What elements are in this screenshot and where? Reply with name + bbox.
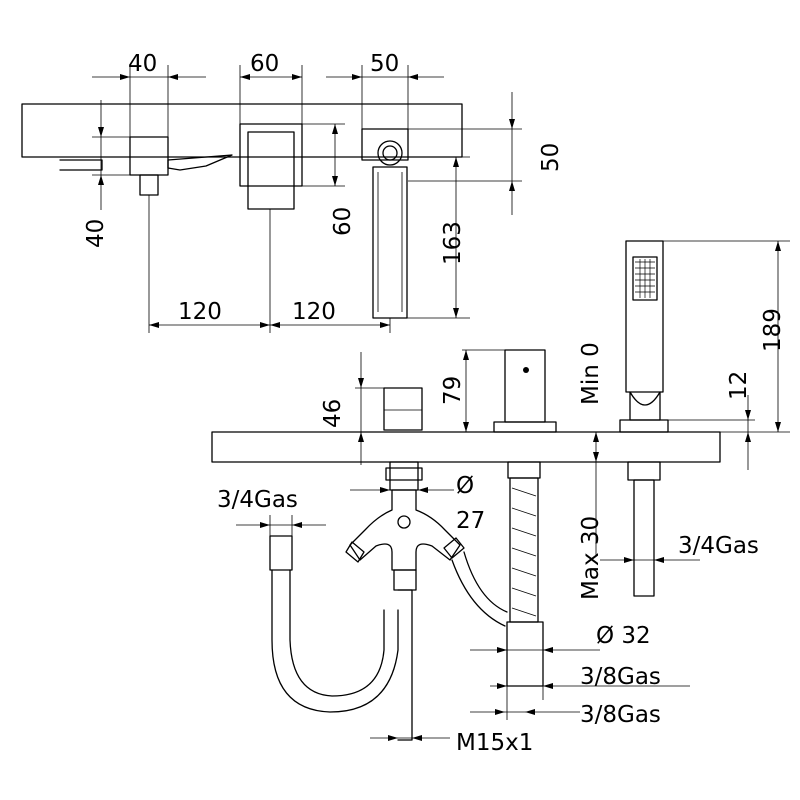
left-hose-connector [269,535,293,571]
left-valve-body [129,136,169,176]
left-hose-inner [289,569,385,697]
holder-shank [627,461,661,481]
deck-side [211,431,721,463]
dim-label-max30: Max 30 [578,516,604,600]
dim-46: 46 [320,352,384,465]
dim-label-gas-right: 3/4Gas [678,533,759,559]
dim-50-right: 50 [408,92,564,215]
dim-label-120-b: 120 [292,299,336,325]
dim-label-min0: Min 0 [578,342,604,405]
dim-12: 12 [668,371,755,470]
dim-label-120-a: 120 [178,299,222,325]
dim-label-gas38-a: 3/8Gas [580,664,661,690]
dim-label-79: 79 [440,376,466,405]
dim-dia27: Ø 27 [350,473,485,534]
left-tube [59,159,103,171]
top-view: 40 60 50 50 40 60 [21,51,564,333]
holder-base [619,419,669,433]
handshower-detail [377,172,403,312]
right-hose-inner [463,551,508,613]
dim-40-left: 40 [83,100,130,248]
diverter-left-port [345,541,365,563]
dim-60-top: 60 [239,51,303,124]
dim-label-46: 46 [320,399,346,428]
dim-60-vertical: 60 [302,123,356,236]
middle-spout-inner [247,131,295,210]
dim-163: 163 [407,156,470,319]
holder-knob [377,140,403,166]
dim-label-60: 60 [250,51,279,77]
handshower-holder-side [629,391,661,421]
spout-threaded-rod [509,477,539,623]
dim-gas38-a: 3/8Gas [490,664,690,720]
holder-hose-guide [633,479,655,597]
spray-grid [635,259,655,298]
diverter-lower-nut [393,569,417,591]
dim-label-40-left: 40 [83,219,109,248]
diverter-hole [397,515,411,529]
dim-label-50-top: 50 [370,51,399,77]
valve-shank [389,461,419,491]
valve-cap [383,387,423,431]
dim-120-120: 120 120 [148,195,391,333]
right-holder-top [361,128,409,161]
dim-40-top: 40 [92,51,206,150]
diverter-right-port [443,537,465,559]
dim-min-max: Min 0 Max 30 [578,342,604,600]
dim-79: 79 [440,349,505,432]
spout-shank-top [507,461,541,479]
dim-label-12: 12 [726,371,752,400]
dim-label-50-right: 50 [538,143,564,172]
dim-label-60-v: 60 [330,207,356,236]
dim-label-gas-left: 3/4Gas [217,487,298,513]
dim-189: 189 [663,240,790,433]
right-hose [451,559,506,627]
diverter-bottom-hose [397,589,413,741]
spout-body [504,349,546,423]
holder-knob-inner [382,145,398,161]
dim-m15: M15x1 [370,730,533,756]
handshower-spray-face [632,256,658,301]
dim-label-40: 40 [128,51,157,77]
dim-label-27: 27 [456,508,485,534]
dim-gas38-b: 3/8Gas [470,702,661,728]
middle-spout-outer [239,123,303,187]
handshower-side [625,240,664,393]
dim-label-m15: M15x1 [456,730,533,756]
dim-label-dia32: Ø 32 [596,623,651,649]
left-hose [271,569,399,713]
dim-50-top: 50 [326,51,444,129]
spout-dot [523,367,529,373]
spout-bottom-connector [506,621,544,687]
dim-gas-right: 3/4Gas [600,533,759,563]
spout-flange [493,421,557,433]
dim-gas-left: 3/4Gas [217,487,326,536]
side-view: 46 79 Min 0 Max 30 189 12 [211,240,790,756]
left-valve-stem [139,174,159,196]
spout-rod-thread [511,487,537,617]
dim-dia32: Ø 32 [470,623,651,653]
dim-label-dia-symbol: Ø [456,473,474,499]
dim-label-gas38-b: 3/8Gas [580,702,661,728]
left-lever [167,154,233,171]
valve-nut [385,467,423,481]
dim-label-189: 189 [760,308,786,352]
dim-label-163: 163 [440,221,466,265]
diverter-body [349,489,461,571]
